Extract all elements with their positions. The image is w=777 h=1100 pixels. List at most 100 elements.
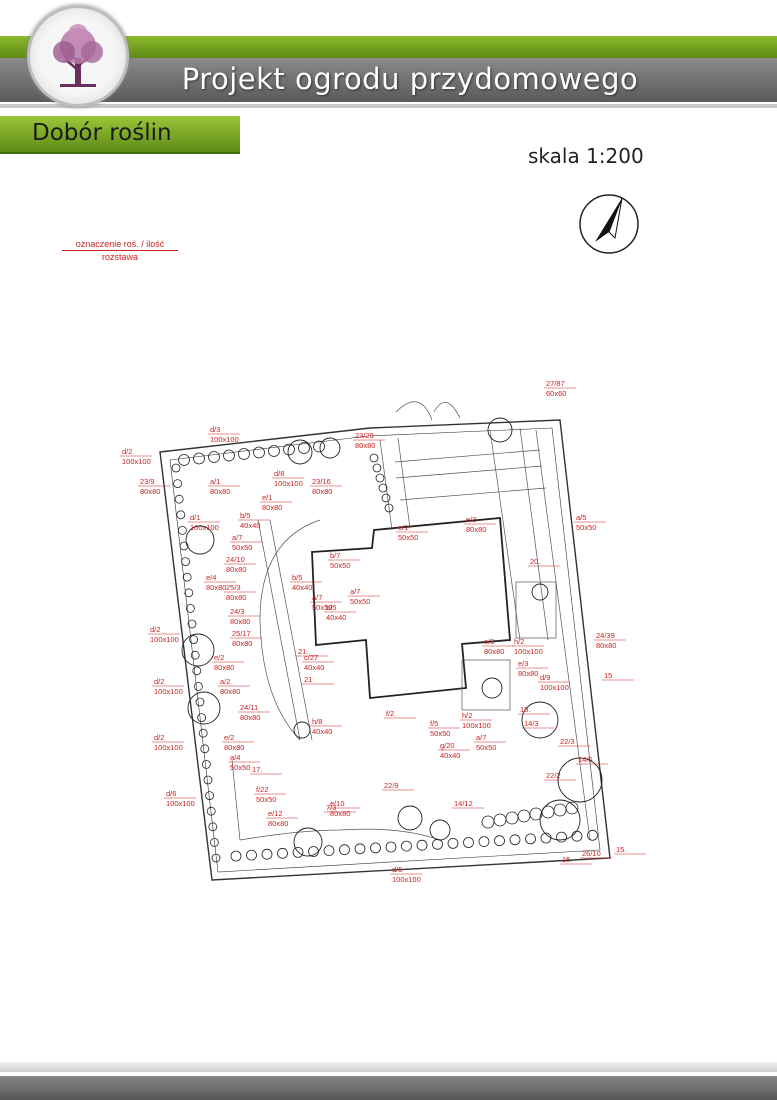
shrub-symbol	[174, 494, 184, 504]
shrub-symbol	[173, 479, 183, 489]
house-outline	[311, 517, 511, 699]
plant-label-spacing: 80x80	[230, 617, 250, 626]
plant-label-code: 25/3	[226, 583, 241, 592]
shrub-symbol	[397, 805, 423, 831]
shrub-symbol	[268, 445, 280, 457]
tree-logo-icon	[53, 24, 103, 87]
plant-label-spacing: 40x40	[326, 613, 346, 622]
plant-label-code: d/6	[166, 789, 176, 798]
plant-label-code: g/20	[440, 741, 455, 750]
plant-label-code: 22/9	[384, 781, 399, 790]
shrub-symbol	[206, 806, 216, 816]
shrub-symbol	[447, 838, 459, 849]
shrub-symbol	[203, 775, 213, 785]
plant-label-code: 24/39	[596, 631, 615, 640]
plant-label-spacing: 50x50	[576, 523, 596, 532]
shrub-symbol	[238, 448, 250, 460]
plant-label-spacing: 50x50	[398, 533, 418, 542]
plant-label-spacing: 80x80	[312, 487, 332, 496]
shrub-symbol	[384, 503, 394, 513]
plant-label-code: e/3	[484, 637, 494, 646]
shrub-symbol	[429, 819, 451, 841]
shrub-symbol	[230, 850, 242, 862]
plant-label-code: d/5	[392, 865, 402, 874]
section-title: Dobór roślin	[32, 120, 172, 146]
plant-label-code: d/8	[274, 469, 284, 478]
shrub-symbol	[171, 463, 181, 473]
plant-label-spacing: 50x50	[256, 795, 276, 804]
plant-label-spacing: 50x50	[476, 743, 496, 752]
plant-label-spacing: 80x80	[226, 565, 246, 574]
shrub-symbol	[283, 443, 295, 456]
shrub-symbol	[201, 760, 211, 769]
plant-label-code: 21.	[298, 647, 308, 656]
plant-label-spacing: 80x80	[210, 487, 230, 496]
shrub-symbol	[205, 791, 215, 800]
shrub-symbol	[529, 807, 543, 821]
shrub-symbol	[223, 449, 235, 462]
shrub-symbol	[354, 843, 366, 855]
plant-label-code: a/7	[312, 593, 322, 602]
shrub-symbol	[182, 572, 192, 582]
plant-label-code: 22/3	[560, 737, 575, 746]
shrub-symbol	[187, 691, 221, 725]
plant-label-spacing: 40x40	[292, 583, 312, 592]
plant-label-code: b/7	[330, 551, 340, 560]
plant-label-spacing: 100x100	[274, 479, 303, 488]
plant-label-code: 15	[604, 671, 612, 680]
plant-label-code: 14/6	[578, 755, 593, 764]
plant-label-spacing: 40x40	[240, 521, 260, 530]
plant-label-code: h/8	[312, 717, 322, 726]
shrub-symbol	[319, 437, 341, 459]
plant-label-spacing: 100x100	[540, 683, 569, 692]
shrub-symbol	[587, 829, 598, 841]
plant-label-spacing: 100x100	[154, 743, 183, 752]
plant-labels: d/3100x100d/2100x10023/980x80a/180x80d/1…	[120, 379, 646, 884]
plant-label-spacing: 100x100	[462, 721, 491, 730]
plant-label-code: 15.	[616, 845, 626, 854]
subtitle-band	[0, 116, 240, 154]
plant-label-code: d/3	[210, 425, 220, 434]
plant-label-spacing: 100x100	[210, 435, 239, 444]
plant-label-code: e/2	[224, 733, 234, 742]
footer-line	[0, 1062, 777, 1072]
shrub-symbol	[208, 822, 218, 832]
shrub-symbol	[481, 815, 495, 829]
legend-line-1: oznaczenie roś. / ilość	[62, 238, 178, 251]
plant-label-spacing: 80x80	[140, 487, 160, 496]
shrub-symbol	[493, 813, 507, 827]
plant-label-code: 18.	[520, 705, 530, 714]
shrub-symbol	[487, 417, 513, 443]
header-divider	[0, 104, 777, 108]
shrub-symbol	[189, 635, 199, 644]
plant-label-spacing: 80x80	[220, 687, 240, 696]
shrub-symbol	[178, 454, 190, 466]
plant-label-code: e/10	[330, 799, 345, 808]
plant-label-code: a/4	[230, 753, 240, 762]
plant-label-code: 17.	[252, 765, 262, 774]
shrub-symbol	[369, 453, 379, 463]
plant-label-code: 23/29	[355, 431, 374, 440]
plant-label-code: d/2	[154, 677, 164, 686]
shrub-symbol	[184, 588, 194, 598]
plant-label-code: 14/3	[524, 719, 539, 728]
plant-label-spacing: 80x80	[214, 663, 234, 672]
shrub-symbol	[190, 650, 200, 660]
plant-label-code: 20.	[530, 557, 540, 566]
header-grey-band	[0, 58, 777, 102]
plant-label-spacing: 100x100	[122, 457, 151, 466]
shrub-symbol	[292, 847, 304, 858]
plant-label-spacing: 80x80	[232, 639, 252, 648]
plant-label-spacing: 100x100	[154, 687, 183, 696]
plant-label-code: e/3	[466, 515, 476, 524]
shrub-symbol	[185, 525, 215, 555]
shrub-symbol	[517, 809, 531, 823]
plant-label-spacing: 80x80	[596, 641, 616, 650]
plant-label-spacing: 50x50	[330, 561, 350, 570]
shrub-symbol	[370, 842, 381, 854]
plant-label-spacing: 50x50	[312, 603, 332, 612]
shrub-symbol	[181, 557, 191, 566]
plant-label-code: 21	[304, 675, 312, 684]
plant-label-code: f/5	[430, 719, 438, 728]
header-green-band	[0, 36, 777, 58]
